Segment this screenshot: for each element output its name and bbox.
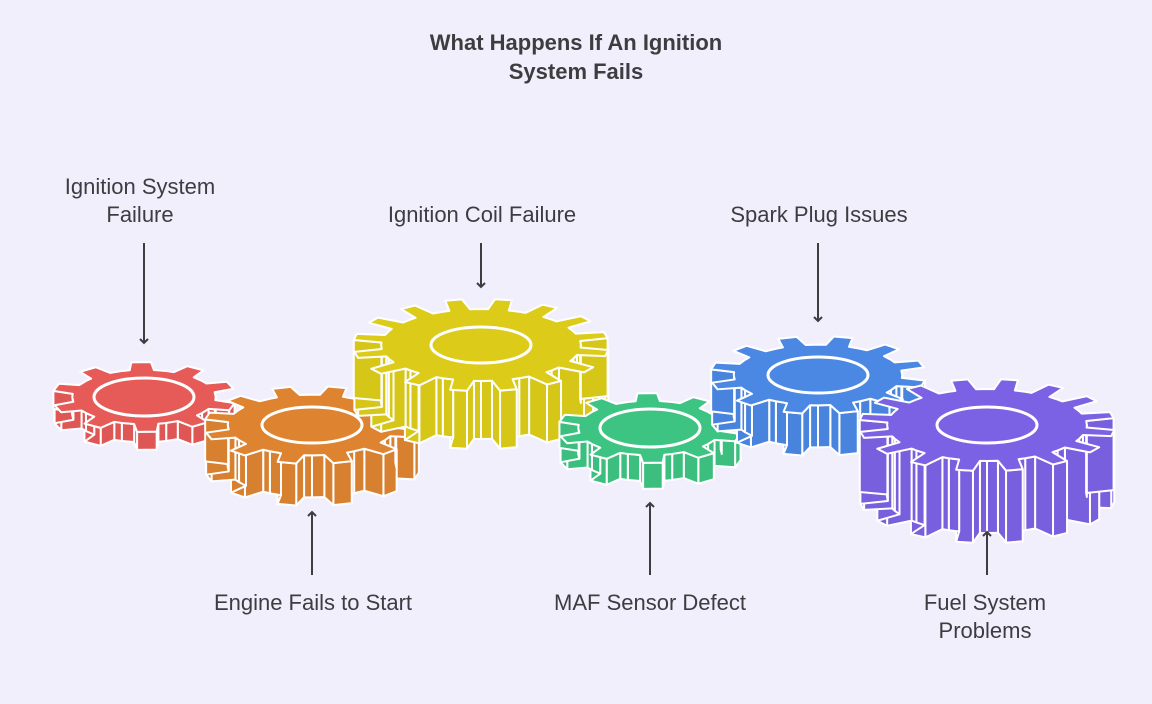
gear-side-face — [971, 459, 981, 544]
gear-hole — [598, 407, 702, 449]
gear-side-face — [710, 368, 736, 416]
gear-ignition-coil-failure — [352, 298, 610, 450]
gear-side-face — [626, 452, 642, 483]
gear-hole — [429, 325, 533, 365]
label-line: Spark Plug Issues — [730, 202, 908, 227]
gear-side-face — [671, 451, 685, 481]
gear-maf-sensor-defect — [558, 392, 742, 490]
gear-side-face — [480, 379, 493, 440]
gear-side-face — [528, 375, 549, 444]
gear-side-face — [768, 398, 777, 445]
gear-side-face — [1052, 459, 1069, 538]
title-line-2: System Fails — [508, 59, 644, 84]
gear-side-face — [713, 438, 737, 469]
gear-side-face — [165, 420, 179, 442]
gear-side-face — [663, 452, 674, 482]
gear-side-face — [619, 451, 629, 481]
diagram-title: What Happens If An Ignition System Fails — [0, 28, 1152, 86]
gear-side-face — [817, 404, 832, 449]
label-maf-sensor-defect: MAF Sensor Defect — [500, 589, 800, 617]
label-engine-fails-to-start: Engine Fails to Start — [163, 589, 463, 617]
label-ignition-coil-failure: Ignition Coil Failure — [332, 201, 632, 229]
gear-hole — [260, 405, 364, 445]
gear-side-face — [1024, 455, 1037, 532]
label-line: MAF Sensor Defect — [554, 590, 746, 615]
gear-side-face — [838, 410, 859, 457]
gear-side-face — [996, 459, 1008, 544]
gear-side-face — [204, 418, 230, 466]
gear-side-face — [924, 456, 944, 539]
gear-hole — [92, 376, 196, 418]
gear-side-face — [1034, 455, 1055, 538]
gear-side-face — [518, 375, 531, 438]
label-ignition-system-failure: Ignition System Failure — [40, 173, 240, 229]
gear-side-face — [243, 448, 265, 499]
gear-side-face — [490, 379, 502, 450]
gear-side-face — [262, 448, 271, 495]
gear-side-face — [136, 430, 158, 451]
gear-engine-fails-to-start — [204, 385, 420, 507]
label-line: Engine Fails to Start — [213, 590, 413, 615]
label-line: Ignition Coil Failure — [387, 202, 577, 227]
gear-side-face — [472, 379, 482, 440]
gear-side-face — [499, 388, 518, 450]
gear-side-face — [978, 459, 988, 534]
gear-side-face — [311, 454, 326, 499]
gear-side-face — [157, 421, 168, 443]
gear-side-face — [1005, 468, 1024, 544]
gear-side-face — [986, 459, 999, 534]
gear-side-face — [749, 398, 771, 449]
gear-side-face — [353, 447, 366, 495]
gear-hole — [935, 405, 1039, 445]
gear-side-face — [363, 447, 385, 498]
gear-side-face — [120, 421, 136, 444]
gear-side-face — [332, 460, 353, 507]
gear-fuel-system-problems — [858, 378, 1116, 544]
title-line-1: What Happens If An Ignition — [429, 30, 723, 55]
gear-side-face — [642, 461, 664, 490]
gear-hole — [766, 355, 870, 395]
label-line: Problems — [938, 618, 1032, 643]
label-line: Ignition System — [64, 174, 216, 199]
label-line: Fuel System — [923, 590, 1047, 615]
label-fuel-system-problems: Fuel System Problems — [885, 589, 1085, 645]
gear-side-face — [303, 454, 313, 499]
label-line: Failure — [106, 202, 174, 227]
label-spark-plug-issues: Spark Plug Issues — [669, 201, 969, 229]
gear-side-face — [418, 376, 438, 445]
gear-side-face — [809, 404, 819, 449]
gear-side-face — [113, 420, 123, 442]
